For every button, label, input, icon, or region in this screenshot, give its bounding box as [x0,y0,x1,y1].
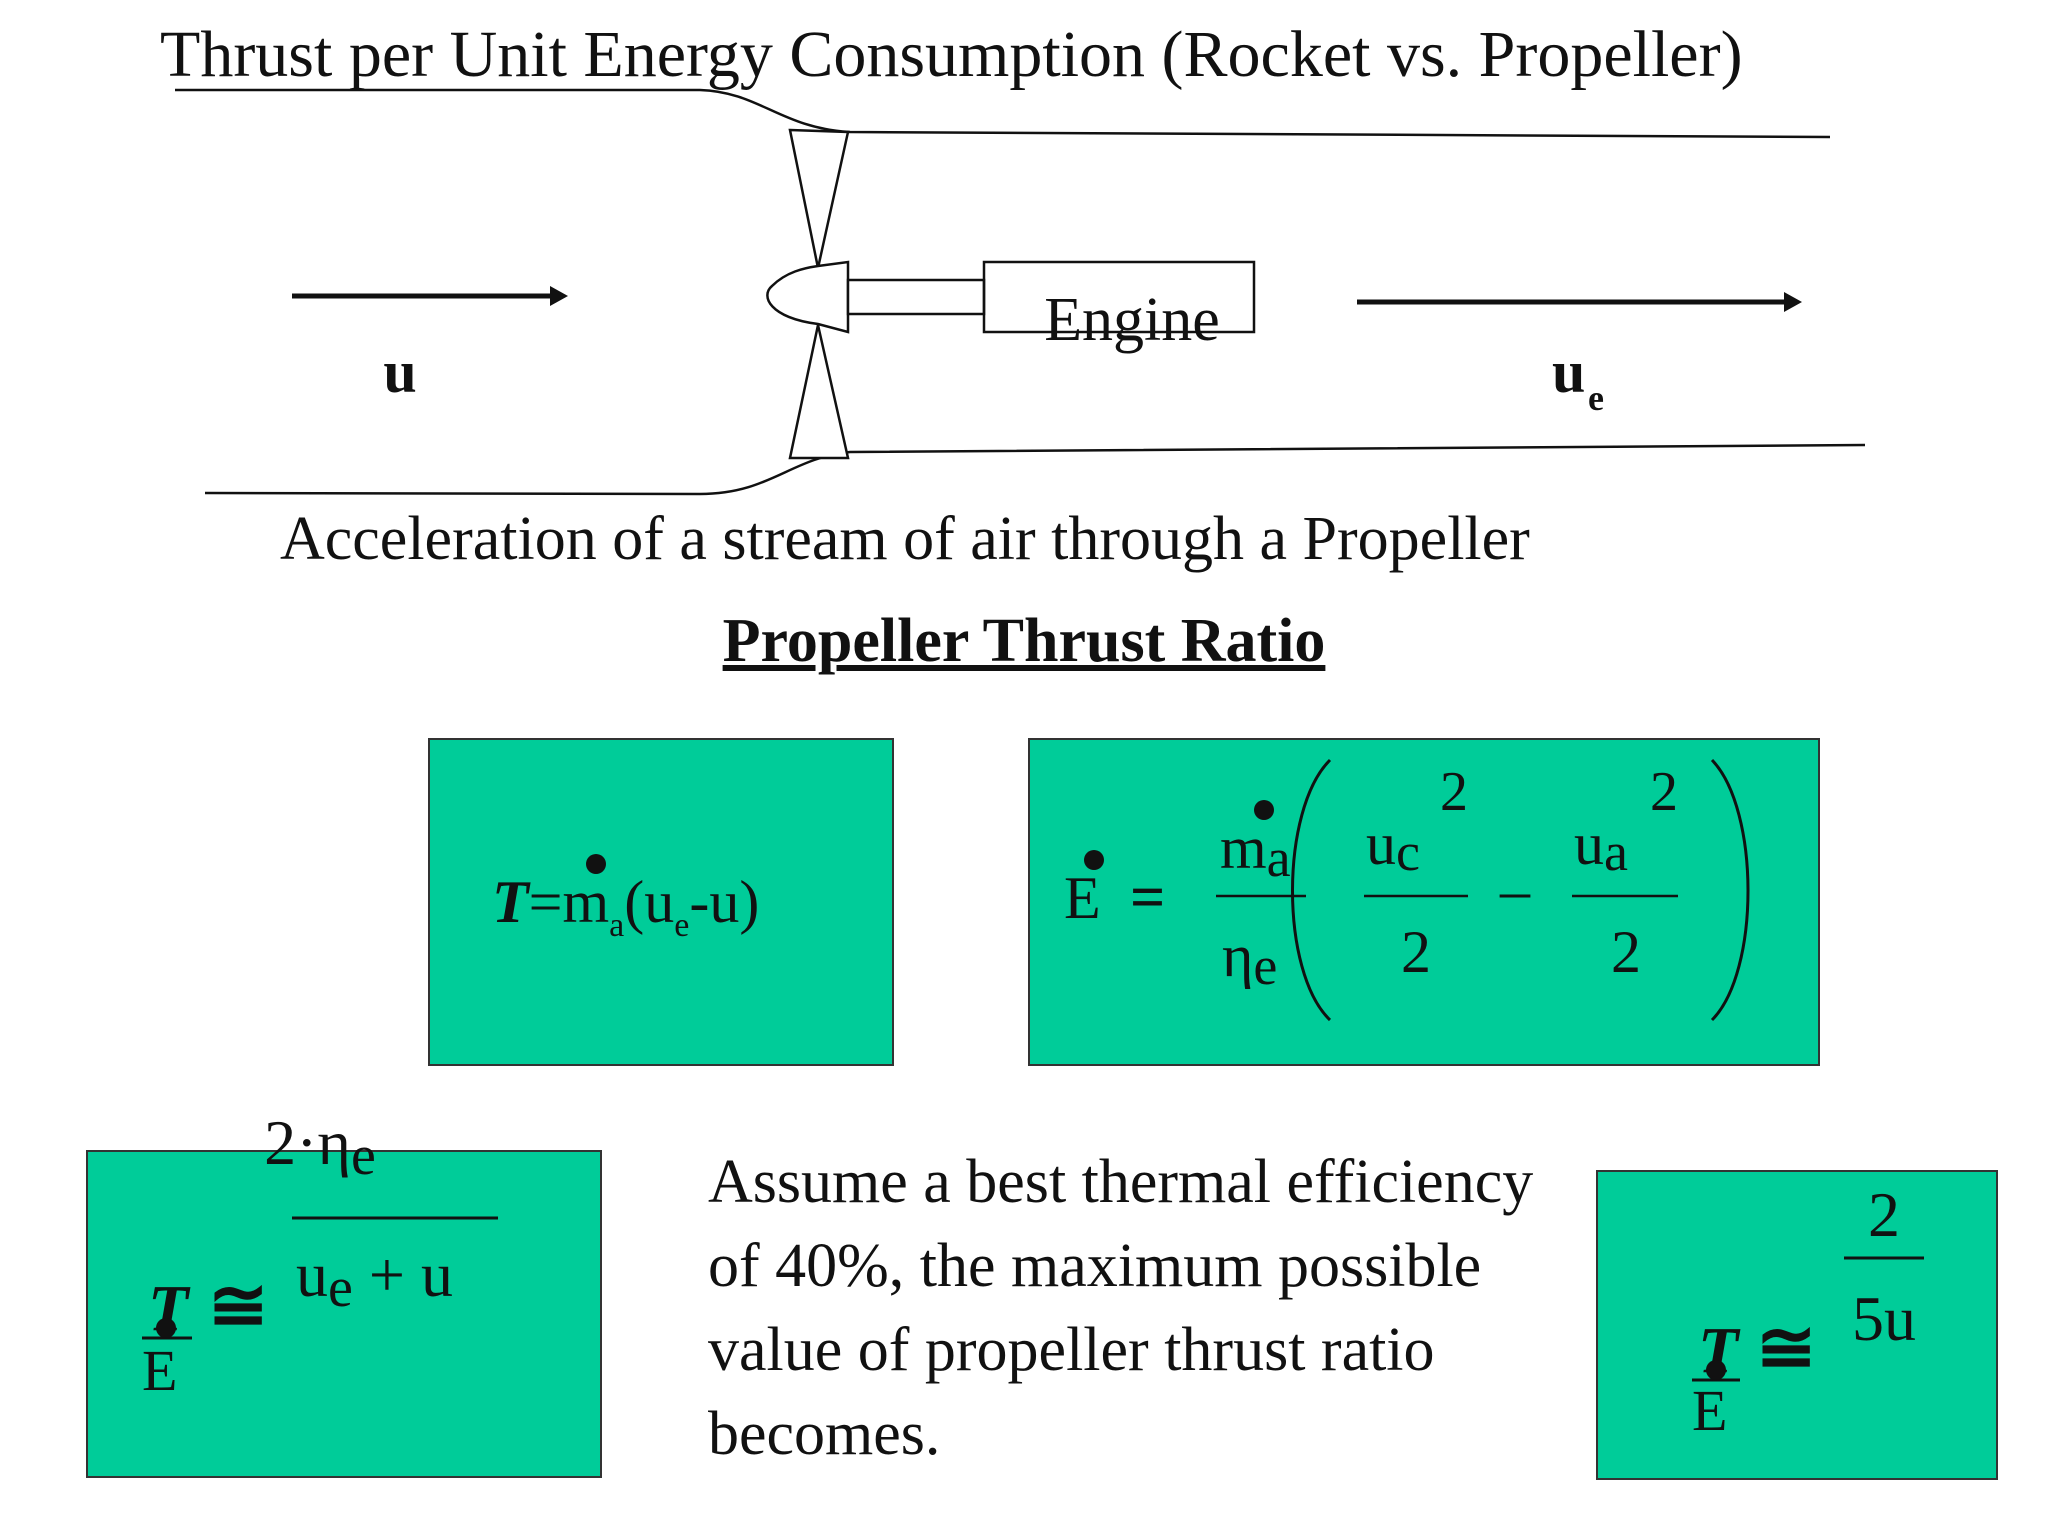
air-velocity: u [1574,811,1604,877]
diagram-caption: Acceleration of a stream of air through … [280,505,1530,573]
propeller-blade-upper [788,128,850,269]
assumption-text: Assume a best thermal efficiency of 40%,… [708,1148,1534,1468]
engine-box [982,260,1256,334]
streamtube-lower [204,443,1866,496]
ratio-energy-symbol: E [142,1338,177,1403]
ratio-numerator-subscript: e [351,1125,376,1187]
result-equation: 2 5u T E ≅ [1692,1179,1924,1443]
efficiency-symbol: η [1222,923,1253,989]
inflow-velocity-label: u [383,339,416,405]
slide-title: Thrust per Unit Energy Consumption (Rock… [160,18,1743,91]
right-paren [1710,758,1750,1022]
left-paren [1291,758,1332,1022]
ratio-numerator: 2·η [264,1107,351,1178]
minus-sign: – [1499,857,1531,923]
exit-velocity-subscript: e [674,907,689,944]
mass-flow-dot [586,854,606,874]
ratio-equation-box [86,1150,602,1478]
inflow-arrowhead [550,286,568,306]
result-denominator: 5u [1852,1283,1916,1354]
equals-sign: = [529,869,563,935]
result-energy-symbol: E [1692,1378,1727,1443]
mass-symbol: m [563,869,610,935]
minus-inflow: -u) [689,869,759,935]
engine-shaft [846,278,986,316]
mass-flow-dot-2 [1254,800,1274,820]
outflow-velocity-label: u [1552,339,1585,405]
air-denominator: 2 [1611,919,1641,985]
air-square: 2 [1650,761,1678,823]
core-square: 2 [1440,761,1468,823]
svg-text:T=ma(ue-u): T=ma(ue-u) [492,869,759,944]
svg-text:ma: ma [1220,815,1291,888]
ratio-approx-sign: ≅ [208,1266,268,1346]
energy-equals: = [1130,864,1165,932]
svg-text:ηe: ηe [1222,923,1277,996]
core-velocity-subscript: c [1396,822,1420,882]
efficiency-subscript: e [1253,936,1277,996]
energy-mass-subscript: a [1267,828,1291,888]
propeller-diagram: Engine u u e [175,88,1866,496]
energy-equation: E = ma ηe uc 2 2 – ua 2 2 [1064,758,1750,1022]
propeller-blade-lower [788,324,850,460]
ratio-equation: 2·ηe ue + u T E ≅ [142,1107,498,1403]
svg-text:2·ηe: 2·ηe [264,1107,376,1187]
result-energy-dot [1706,1360,1726,1380]
svg-text:uc: uc [1366,811,1420,882]
outflow-velocity-subscript: e [1588,378,1604,418]
result-numerator: 2 [1868,1179,1900,1250]
engine-label: Engine [1044,286,1220,354]
thrust-equation: T=ma(ue-u) [492,854,759,944]
result-approx-sign: ≅ [1756,1308,1816,1388]
energy-equation-box: E = ma ηe uc 2 2 – ua 2 2 [1028,738,1820,1066]
thrust-symbol: T [492,869,531,935]
exit-velocity: (u [624,869,674,935]
ratio-denominator-subscript: e [328,1257,353,1319]
streamtube-upper [175,88,1831,139]
core-denominator: 2 [1401,919,1431,985]
ratio-denominator-rest: + u [353,1239,453,1310]
energy-dot [1084,850,1104,870]
thrust-equation-box: T=ma(ue-u) [428,738,894,1066]
core-velocity: u [1366,811,1396,877]
ratio-energy-dot [156,1318,176,1338]
svg-text:ue + u: ue + u [296,1239,453,1319]
section-heading: Propeller Thrust Ratio [722,607,1326,675]
svg-text:ua: ua [1574,811,1628,882]
propeller-hub [766,260,850,334]
energy-mass-symbol: m [1220,815,1267,881]
result-equation-box: 2 5u T E ≅ [1596,1170,1998,1480]
outflow-arrowhead [1784,292,1802,312]
air-velocity-subscript: a [1604,822,1628,882]
mass-subscript: a [609,907,624,944]
ratio-denominator: u [296,1239,328,1310]
energy-symbol: E [1064,865,1101,931]
